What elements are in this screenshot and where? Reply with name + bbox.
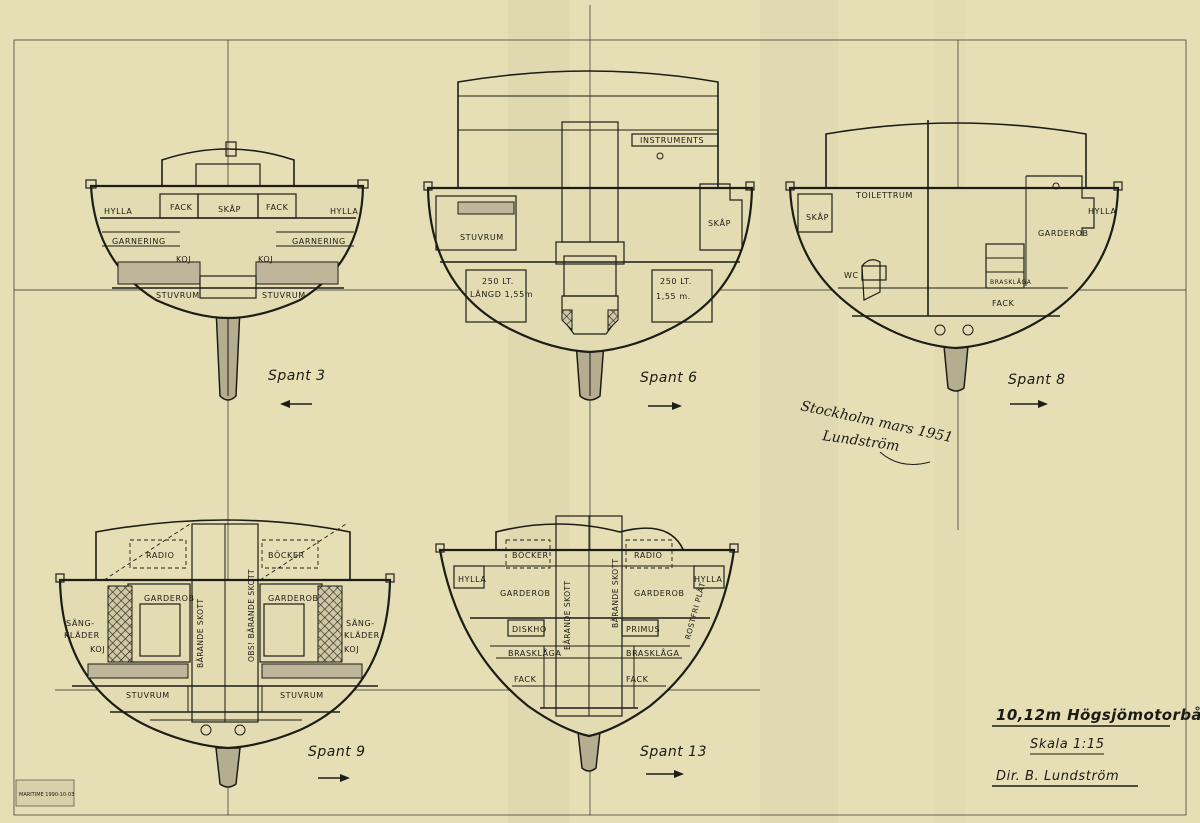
drawing-scale: Skala 1:15 xyxy=(1030,737,1105,752)
label-barande-skott-1: BÄRANDE SKOTT xyxy=(196,598,205,668)
stamp-text: MARITIME 1990-10-03 xyxy=(19,792,74,798)
arrow-right-icon xyxy=(318,774,350,782)
label-bocker: BÖCKER xyxy=(268,550,305,560)
label-fack: FACK xyxy=(992,299,1015,308)
label-hylla-right: HYLLA xyxy=(694,575,722,584)
arrow-right-icon xyxy=(648,402,682,410)
label-hylla-left: HYLLA xyxy=(104,207,132,216)
label-stuvrum-right: STUVRUM xyxy=(262,291,306,300)
label-fack-left: FACK xyxy=(170,203,193,212)
title-block: 10,12m Högsjömotorbåt Skala 1:15 Dir. B.… xyxy=(992,706,1200,787)
label-radio: RADIO xyxy=(634,551,663,560)
label-brasklaga: BRASKLÅGA xyxy=(990,279,1032,286)
label-sangklader-right-1: SÄNG- xyxy=(346,618,375,628)
drawing-title: 10,12m Högsjömotorbåt xyxy=(996,706,1200,724)
label-barande-skott-2: BÄRANDE SKOTT xyxy=(611,558,620,628)
label-garderob-right: GARDEROB xyxy=(268,594,319,603)
label-barande-skott-1: BÄRANDE SKOTT xyxy=(563,580,572,650)
label-fack-right: FACK xyxy=(626,675,649,684)
label-garderob-right: GARDEROB xyxy=(634,589,685,598)
label-bocker: BÖCKER xyxy=(512,550,549,560)
section-spant-9: RADIO BÖCKER GARDEROB GARDEROB SÄNG- KLÄ… xyxy=(55,519,395,788)
label-fack-left: FACK xyxy=(514,675,537,684)
label-sangklader-right-2: KLÄDER xyxy=(344,630,380,640)
label-tank-right-2: 1,55 m. xyxy=(656,292,691,301)
label-garderob-left: GARDEROB xyxy=(144,594,195,603)
label-fack-right: FACK xyxy=(266,203,289,212)
label-hylla-right: HYLLA xyxy=(330,207,358,216)
label-brasklaga-left: BRASKLÅGA xyxy=(508,647,562,658)
label-skap: SKÅP xyxy=(708,217,731,228)
label-garderob: GARDEROB xyxy=(1038,229,1089,238)
label-barande-skott-2: OBS! BÄRANDE SKOTT xyxy=(247,569,256,662)
arrow-left-icon xyxy=(280,400,312,408)
label-brasklaga-right: BRASKLÅGA xyxy=(626,647,680,658)
section-spant-6: INSTRUMENTS STUVRUM SKÅP 250 LT. LÄNGD 1… xyxy=(423,70,755,410)
label-sangklader-left-2: KLÄDER xyxy=(64,630,100,640)
section-title: Spant 6 xyxy=(640,370,698,386)
archive-stamp: MARITIME 1990-10-03 xyxy=(15,779,75,807)
label-toilettrum: TOILETTRUM xyxy=(855,191,913,200)
label-garnering-right: GARNERING xyxy=(292,237,346,246)
label-instruments: INSTRUMENTS xyxy=(640,136,704,145)
section-spant-8: SKÅP TOILETTRUM WC GARDEROB HYLLA BRASKL… xyxy=(785,120,1123,408)
section-title: Spant 13 xyxy=(640,744,707,760)
label-stuvrum-left: STUVRUM xyxy=(126,691,170,700)
section-spant-3: HYLLA FACK SKÅP FACK HYLLA GARNERING GAR… xyxy=(85,141,369,408)
label-radio: RADIO xyxy=(146,551,175,560)
label-hylla: HYLLA xyxy=(1088,207,1116,216)
label-diskho: DISKHO xyxy=(512,625,547,634)
section-title: Spant 9 xyxy=(308,744,366,760)
label-stuvrum-left: STUVRUM xyxy=(156,291,200,300)
section-spant-13: BÖCKER RADIO HYLLA HYLLA GARDEROB GARDER… xyxy=(435,515,739,778)
label-skap: SKÅP xyxy=(218,203,241,214)
label-garderob-left: GARDEROB xyxy=(500,589,551,598)
label-koj-left: KOJ xyxy=(90,645,105,654)
section-title: Spant 3 xyxy=(268,368,326,384)
label-primus: PRIMUS xyxy=(626,625,660,634)
arrow-right-icon xyxy=(646,770,684,778)
label-koj-right: KOJ xyxy=(258,255,273,264)
label-tank-left-1: 250 LT. xyxy=(482,277,514,286)
arrow-right-icon xyxy=(1010,400,1048,408)
label-stuvrum-right: STUVRUM xyxy=(280,691,324,700)
label-sangklader-left-1: SÄNG- xyxy=(66,618,95,628)
label-koj-right: KOJ xyxy=(344,645,359,654)
label-tank-right-1: 250 LT. xyxy=(660,277,692,286)
drawing-designer: Dir. B. Lundström xyxy=(996,769,1119,784)
label-tank-left-2: LÄNGD 1,55m xyxy=(470,289,533,299)
label-hylla-left: HYLLA xyxy=(458,575,486,584)
label-skap: SKÅP xyxy=(806,211,829,222)
label-garnering-left: GARNERING xyxy=(112,237,166,246)
section-title: Spant 8 xyxy=(1008,372,1066,388)
label-koj-left: KOJ xyxy=(176,255,191,264)
label-wc: WC xyxy=(844,271,859,280)
label-stuvrum: STUVRUM xyxy=(460,233,504,242)
